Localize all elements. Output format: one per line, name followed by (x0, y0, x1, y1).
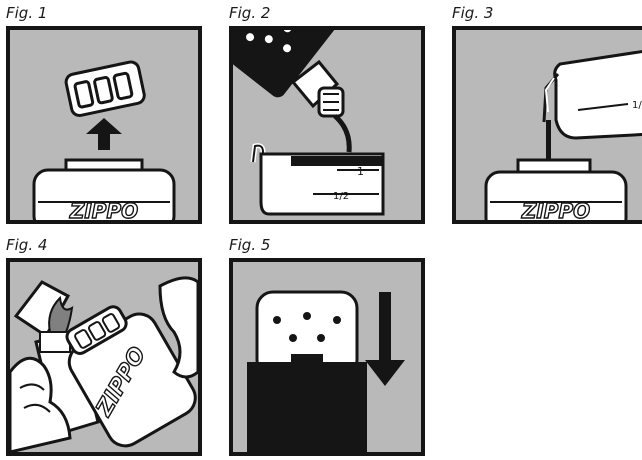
down-arrow-icon (365, 292, 405, 386)
fig-1-caption: Fig. 1 (6, 4, 47, 22)
brand-logo: ZIPPO (521, 199, 590, 220)
measuring-cup-icon (253, 146, 383, 214)
measuring-cup-icon (544, 50, 642, 138)
fig-4-illustration: ZIPPO (10, 262, 198, 452)
brand-logo: ZIPPO (69, 199, 138, 220)
fig-3-caption: Fig. 3 (452, 4, 493, 22)
fig-3-panel: 1/2 ZIPPO (452, 26, 642, 224)
fig-5-illustration (233, 262, 421, 452)
fig-5-caption: Fig. 5 (229, 236, 270, 254)
fig-3-illustration: 1/2 ZIPPO (456, 30, 642, 220)
burner-unit-icon (65, 61, 146, 117)
fuel-stream-icon (335, 116, 349, 152)
fig-2-illustration: 1 1/2 (233, 30, 421, 220)
fig-4-panel: ZIPPO (6, 258, 202, 456)
fig-2-panel: 1 1/2 (229, 26, 425, 224)
fig-4-caption: Fig. 4 (6, 236, 47, 254)
fig-1-panel: ZIPPO (6, 26, 202, 224)
fig-2-caption: Fig. 2 (229, 4, 270, 22)
up-arrow-icon (86, 118, 122, 150)
cup-mark-half: 1/2 (333, 191, 349, 202)
fig-1-illustration: ZIPPO (10, 30, 198, 220)
fuel-stream-icon (546, 120, 551, 162)
pouch-icon (247, 354, 367, 452)
fig-5-panel (229, 258, 425, 456)
cup-mark-half: 1/2 (632, 100, 642, 111)
cup-mark-full: 1 (357, 165, 364, 178)
